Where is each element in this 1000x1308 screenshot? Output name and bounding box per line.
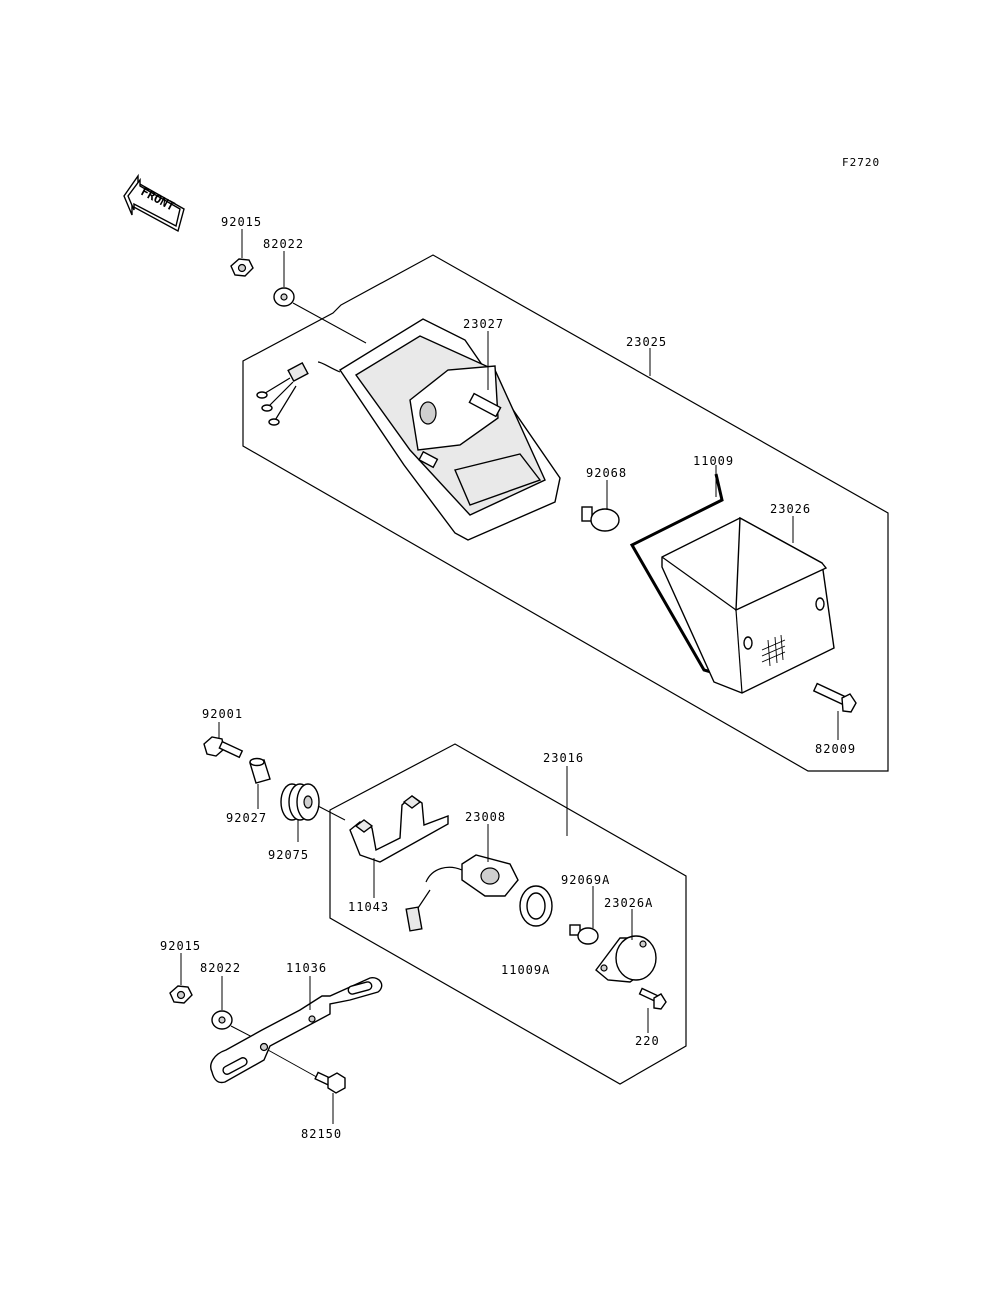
label-92027: 92027	[226, 811, 268, 825]
label-92015-top: 92015	[221, 215, 263, 229]
label-23027: 23027	[463, 317, 505, 331]
label-82022-bottom: 82022	[200, 961, 242, 975]
label-92069A: 92069A	[561, 873, 611, 887]
washer-icon-lower	[211, 1010, 233, 1030]
label-82022-top: 82022	[263, 237, 305, 251]
tail-light-base	[339, 318, 561, 541]
label-23016: 23016	[543, 751, 585, 765]
bolt-icon	[203, 736, 244, 759]
label-92001: 92001	[202, 707, 244, 721]
wire-connector-icon	[256, 361, 341, 426]
label-11009A: 11009A	[501, 963, 551, 977]
nut-icon-lower	[169, 985, 193, 1004]
tail-light-lens	[661, 516, 835, 694]
gasket-ring-icon	[519, 885, 553, 927]
label-11036: 11036	[286, 961, 328, 975]
label-92015-bottom: 92015	[160, 939, 202, 953]
screw-icon	[812, 682, 857, 713]
label-82150: 82150	[301, 1127, 343, 1141]
grommet-icon	[280, 783, 320, 821]
washer-icon	[273, 287, 295, 307]
label-23026: 23026	[770, 502, 812, 516]
label-220: 220	[635, 1034, 660, 1048]
label-11043: 11043	[348, 900, 390, 914]
front-arrow-icon: FRONT	[123, 173, 185, 233]
license-light-lens	[595, 935, 657, 983]
label-92075: 92075	[268, 848, 310, 862]
collar-icon	[249, 757, 271, 784]
lower-bracket	[210, 977, 383, 1084]
tail-light-assembly-outline	[242, 254, 889, 772]
label-92068: 92068	[586, 466, 628, 480]
bulb-icon	[581, 506, 620, 532]
license-bracket	[349, 795, 449, 863]
label-23025: 23025	[626, 335, 668, 349]
small-screw-icon	[638, 987, 667, 1010]
label-23026A: 23026A	[604, 896, 654, 910]
bulb-socket	[405, 854, 519, 932]
figure-code: F2720	[842, 156, 881, 169]
small-bulb-icon	[569, 924, 599, 945]
flange-bolt-icon	[314, 1071, 346, 1094]
label-82009: 82009	[815, 742, 857, 756]
label-11009: 11009	[693, 454, 735, 468]
nut-icon	[230, 258, 254, 277]
label-23008: 23008	[465, 810, 507, 824]
license-light-assembly-outline	[329, 743, 687, 1085]
